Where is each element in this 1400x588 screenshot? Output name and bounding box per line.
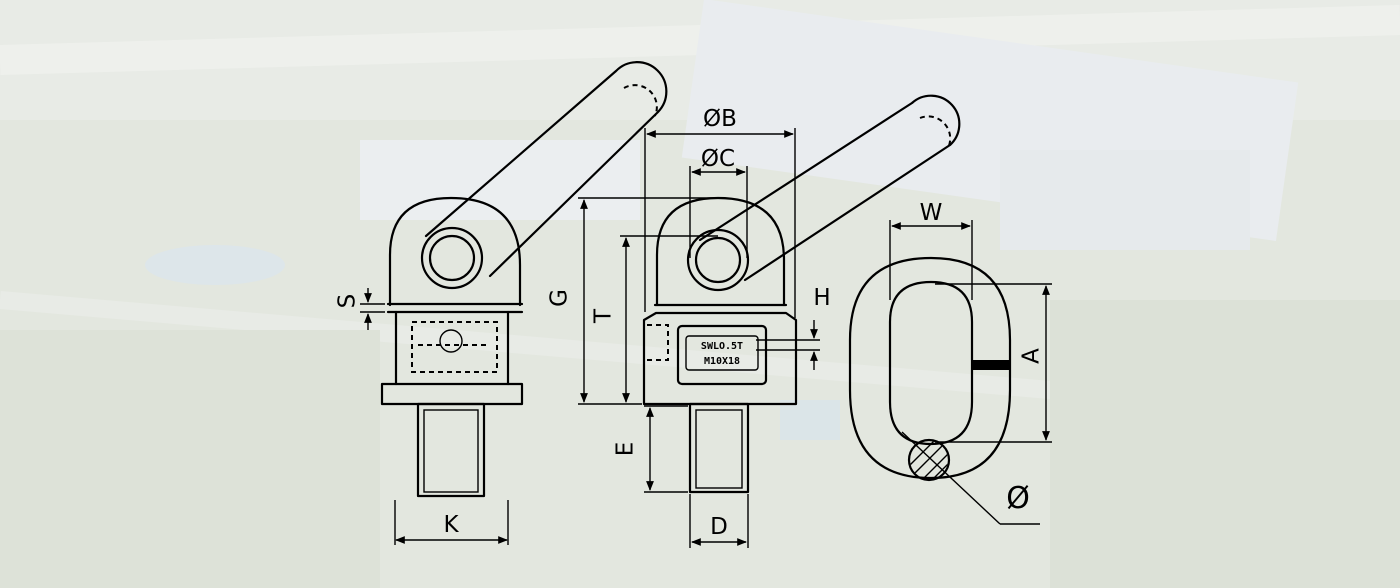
dim-label-b: ØB xyxy=(703,106,737,132)
dim-label-h: H xyxy=(813,285,830,311)
dim-label-s: S xyxy=(335,294,361,309)
dim-label-t: T xyxy=(591,308,617,324)
dim-label-d: D xyxy=(710,514,728,540)
dim-label-w: W xyxy=(920,200,943,226)
side-view-arm xyxy=(424,61,668,278)
weld-mark xyxy=(972,360,1010,370)
dim-label-k: K xyxy=(443,512,459,538)
dim-label-c: ØC xyxy=(701,146,735,172)
front-view-arm xyxy=(698,94,961,282)
side-view: K S xyxy=(335,61,668,545)
nameplate-line-1: SWLO.5T xyxy=(701,341,743,352)
dim-label-g: G xyxy=(547,289,573,307)
dim-label-e: E xyxy=(613,442,639,457)
dim-label-a: A xyxy=(1019,348,1045,364)
dim-label-phi: Ø xyxy=(1006,481,1030,516)
nameplate-line-2: M10X18 xyxy=(704,356,740,367)
link-view: W A Ø xyxy=(848,200,1052,525)
front-view: SWLO.5T M10X18 ØB ØC G T H E xyxy=(547,94,961,548)
